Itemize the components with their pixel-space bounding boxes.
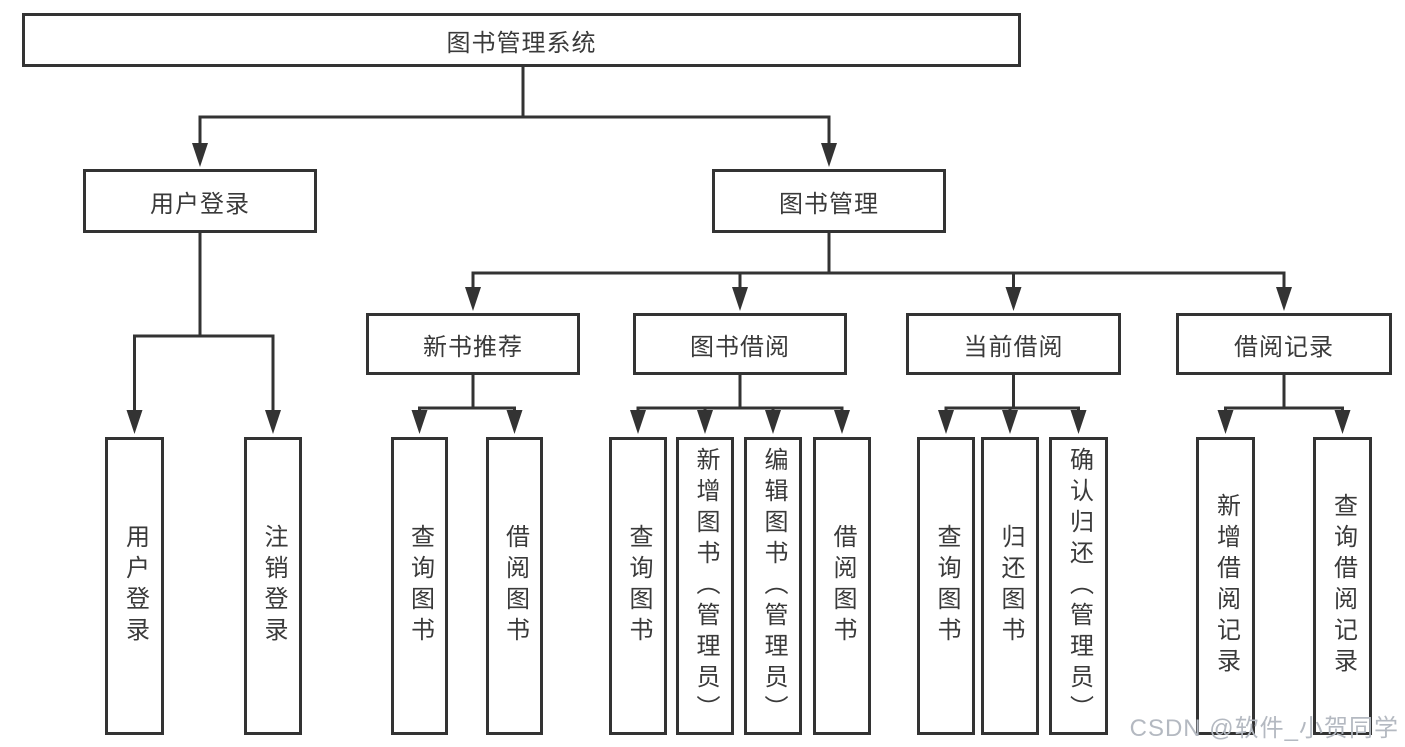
leaf-confirm-return-admin-label: 确认归还（管理员） [1065,446,1093,726]
leaf-logout-label: 注销登录 [260,524,287,648]
leaf-query-borrow-record-label: 查询借阅记录 [1329,493,1357,679]
node-borrow-records-label: 借阅记录 [1234,333,1334,361]
node-root-label: 图书管理系统 [446,29,597,57]
node-book-borrow-label: 图书借阅 [690,333,790,361]
leaf-add-borrow-record: 新增借阅记录 [1196,437,1255,735]
leaf-borrow-books-1-label: 借阅图书 [501,524,529,648]
leaf-query-books-3-label: 查询图书 [933,524,960,648]
leaf-query-borrow-record: 查询借阅记录 [1313,437,1372,735]
leaf-return-books: 归还图书 [981,437,1039,735]
node-borrow-records: 借阅记录 [1176,313,1392,375]
leaf-add-borrow-record-label: 新增借阅记录 [1212,493,1240,679]
leaf-borrow-books-2: 借阅图书 [813,437,871,735]
leaf-logout: 注销登录 [244,437,302,735]
leaf-borrow-books-1: 借阅图书 [486,437,543,735]
node-new-book-recommend: 新书推荐 [366,313,580,375]
leaf-user-login: 用户登录 [105,437,164,735]
leaf-add-books-admin-label: 新增图书（管理员） [692,446,719,726]
leaf-query-books-2: 查询图书 [609,437,667,735]
leaf-query-books-1: 查询图书 [391,437,448,735]
node-user-login-label: 用户登录 [150,190,250,218]
node-current-borrow: 当前借阅 [906,313,1121,375]
leaf-query-books-1-label: 查询图书 [406,524,434,648]
leaf-add-books-admin: 新增图书（管理员） [676,437,734,735]
leaf-edit-books-admin: 编辑图书（管理员） [744,437,802,735]
node-book-management: 图书管理 [712,169,946,233]
leaf-query-books-3: 查询图书 [917,437,975,735]
leaf-query-books-2-label: 查询图书 [625,524,652,648]
node-current-borrow-label: 当前借阅 [963,333,1064,361]
node-root: 图书管理系统 [22,13,1021,67]
leaf-confirm-return-admin: 确认归还（管理员） [1049,437,1108,735]
node-book-management-label: 图书管理 [779,190,879,218]
leaf-return-books-label: 归还图书 [997,524,1024,648]
node-new-book-recommend-label: 新书推荐 [423,333,523,361]
csdn-watermark: CSDN @软件_小贺同学 [1129,715,1399,742]
leaf-user-login-label: 用户登录 [121,524,149,648]
leaf-borrow-books-2-label: 借阅图书 [829,524,856,648]
leaf-edit-books-admin-label: 编辑图书（管理员） [760,446,787,726]
node-book-borrow: 图书借阅 [633,313,847,375]
node-user-login: 用户登录 [83,169,317,233]
